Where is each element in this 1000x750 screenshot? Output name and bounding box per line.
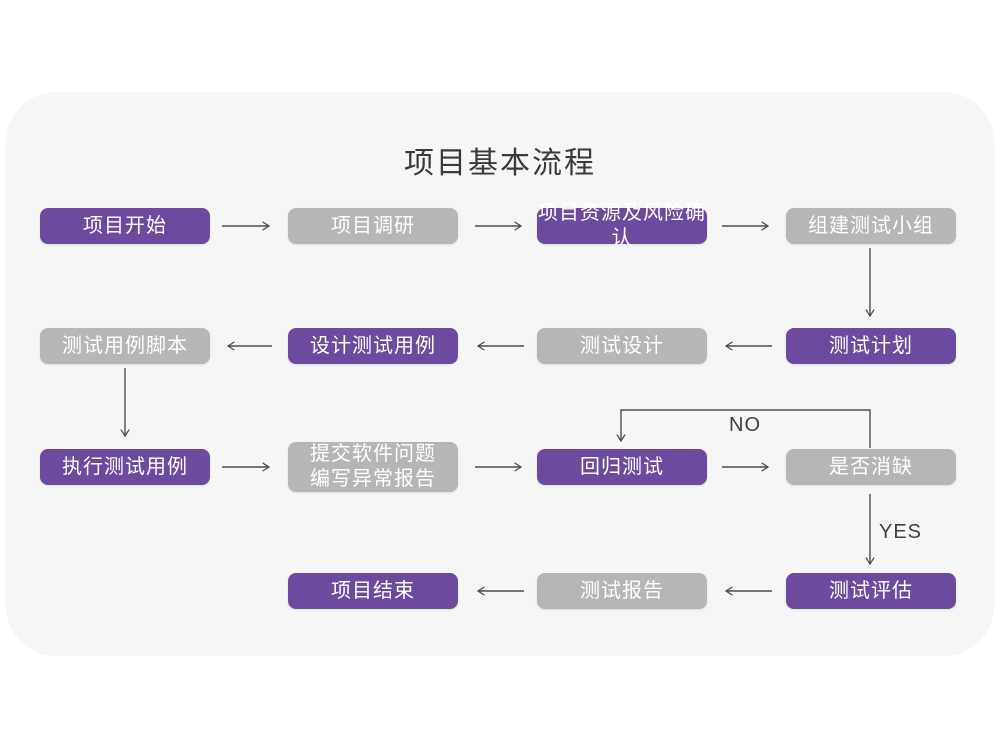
node-label: 执行测试用例: [62, 455, 188, 478]
node-test-report: 测试报告: [537, 573, 707, 609]
node-form-test-team: 组建测试小组: [786, 208, 956, 244]
node-design-test-cases: 设计测试用例: [288, 328, 458, 364]
node-label: 回归测试: [580, 455, 664, 478]
node-label: 项目开始: [83, 214, 167, 237]
node-label: 设计测试用例: [310, 334, 436, 357]
node-label: 提交软件问题 编写异常报告: [310, 443, 436, 490]
node-label: 项目调研: [331, 214, 415, 237]
background-panel: [6, 92, 994, 656]
node-execute-test-cases: 执行测试用例: [40, 449, 210, 485]
node-defect-cleared: 是否消缺: [786, 449, 956, 485]
node-test-design: 测试设计: [537, 328, 707, 364]
node-submit-issue-report: 提交软件问题 编写异常报告: [288, 442, 458, 492]
node-project-research: 项目调研: [288, 208, 458, 244]
node-regression-test: 回归测试: [537, 449, 707, 485]
node-label: 测试设计: [580, 334, 664, 357]
node-test-plan: 测试计划: [786, 328, 956, 364]
node-label: 项目资源及风险确认: [538, 202, 706, 249]
node-label: 测试报告: [580, 579, 664, 602]
node-test-case-scripts: 测试用例脚本: [40, 328, 210, 364]
node-label: 测试计划: [829, 334, 913, 357]
node-project-start: 项目开始: [40, 208, 210, 244]
node-label: 测试评估: [829, 579, 913, 602]
diagram-title: 项目基本流程: [404, 147, 596, 180]
yes-branch-label: YES: [879, 521, 923, 543]
node-project-end: 项目结束: [288, 573, 458, 609]
node-test-evaluation: 测试评估: [786, 573, 956, 609]
node-label: 测试用例脚本: [62, 334, 188, 357]
node-label: 是否消缺: [829, 455, 913, 478]
node-label: 项目结束: [331, 579, 415, 602]
node-resources-risk-confirm: 项目资源及风险确认: [537, 202, 707, 249]
node-label: 组建测试小组: [808, 214, 934, 237]
no-branch-label: NO: [729, 414, 761, 436]
